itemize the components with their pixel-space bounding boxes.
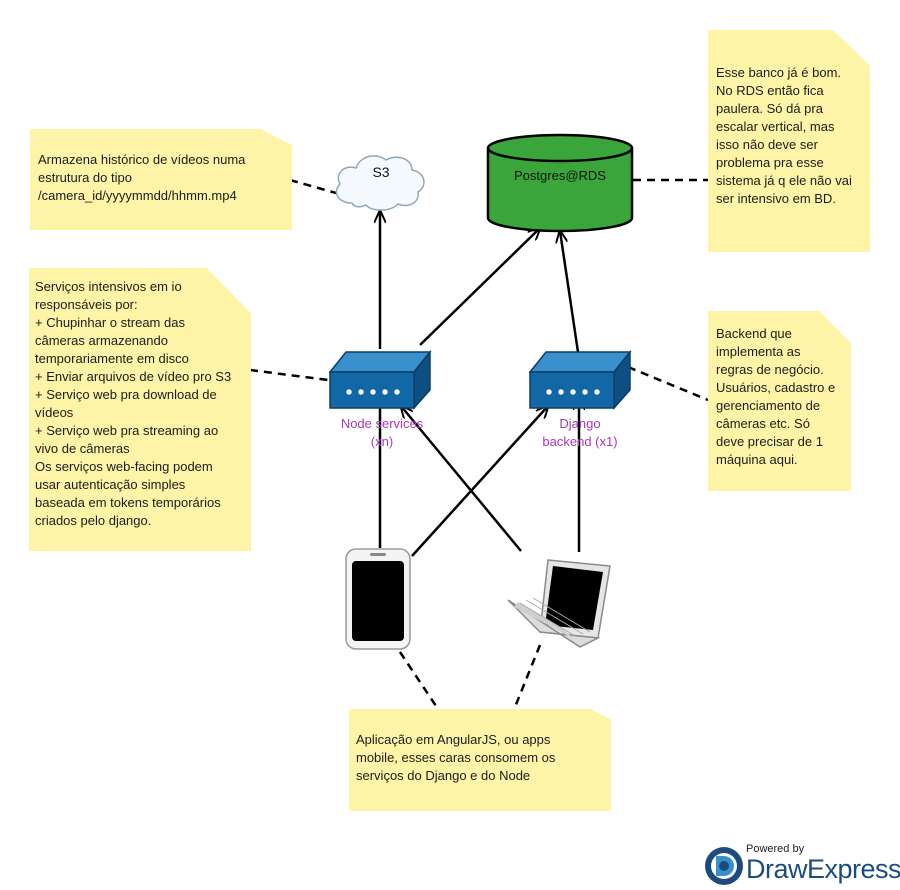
arrow-phone-to-django	[411, 406, 548, 557]
note-line: No RDS então fica	[716, 83, 824, 98]
drawexpress-logo-icon	[705, 847, 743, 885]
note-line: deve precisar de 1	[716, 434, 823, 449]
note-line: Usuários, cadastro e	[716, 380, 836, 395]
node-services-label-line: (xn)	[370, 434, 394, 449]
note-line: Esse banco já é bom.	[716, 65, 842, 80]
note-line: temporariamente em disco	[35, 351, 189, 366]
note-line: responsáveis por:	[35, 297, 138, 312]
arrow-django-to-db	[560, 231, 580, 353]
laptop-note-connector	[511, 644, 542, 713]
note-line: escalar vertical, mas	[716, 119, 835, 134]
annotation-connectors	[249, 178, 709, 713]
database-label: Postgres@RDS	[514, 168, 606, 183]
note-line: câmeras etc. Só	[716, 416, 810, 431]
django-label-line: backend (x1)	[542, 434, 618, 449]
note-line: implementa as	[716, 344, 801, 359]
connection-arrows	[380, 211, 580, 557]
note-line: sistema já q ele não vai	[716, 173, 852, 188]
note-line: usar autenticação simples	[35, 477, 186, 492]
note-line: Backend que	[716, 326, 792, 341]
django-label: Django backend (x1)	[520, 415, 640, 451]
note-line: vídeos	[35, 405, 74, 420]
note-line: vivo de câmeras	[35, 441, 130, 456]
drawexpress-branding: Powered by DrawExpress	[702, 842, 900, 888]
note-line: baseada em tokens temporários	[35, 495, 221, 510]
note-line: isso não deve ser	[716, 137, 818, 152]
node-services-switch-icon	[328, 349, 432, 410]
django-note: Backend que implementa as regras de negó…	[708, 311, 851, 491]
s3-label: S3	[372, 164, 390, 180]
powered-by-text: Powered by	[746, 843, 805, 855]
note-line: mobile, esses caras consomem os	[356, 750, 556, 765]
phone-note-connector	[398, 651, 442, 713]
note-line: /camera_id/yyyymmdd/hhmm.mp4	[38, 188, 237, 203]
arrow-node-to-db	[419, 228, 540, 346]
django-note-connector	[627, 365, 709, 402]
node-services-label-line: Node services	[340, 416, 424, 431]
django-switch-icon	[528, 349, 632, 410]
s3-note: Armazena histórico de vídeos numa estrut…	[30, 129, 292, 230]
s3-note-connector	[289, 178, 337, 195]
note-line: criados pelo django.	[35, 513, 152, 528]
node-services-label: Node services (xn)	[322, 415, 442, 451]
note-line: + Enviar arquivos de vídeo pro S3	[35, 369, 232, 384]
note-line: + Serviço web pra download de	[35, 387, 217, 402]
database-note: Esse banco já é bom. No RDS então fica p…	[708, 30, 870, 252]
note-line: serviços do Django e do Node	[356, 768, 531, 783]
drawexpress-wordmark: DrawExpress	[746, 854, 900, 884]
client-note: Aplicação em AngularJS, ou apps mobile, …	[349, 709, 611, 811]
note-line: regras de negócio.	[716, 362, 824, 377]
s3-cloud-icon	[335, 155, 425, 211]
django-label-line: Django	[559, 416, 601, 431]
note-line: estrutura do tipo	[38, 170, 132, 185]
note-line: Serviços intensivos em io	[35, 279, 182, 294]
note-line: câmeras armazenando	[35, 333, 168, 348]
note-line: Aplicação em AngularJS, ou apps	[356, 732, 551, 747]
note-line: paulera. Só dá pra	[716, 101, 823, 116]
laptop-icon	[507, 559, 611, 648]
note-line: problema pra esse	[716, 155, 824, 170]
note-line: + Chupinhar o stream das	[35, 315, 185, 330]
smartphone-icon	[345, 548, 411, 650]
note-line: ser intensivo em BD.	[716, 191, 836, 206]
note-line: + Serviço web pra streaming ao	[35, 423, 219, 438]
note-line: Os serviços web-facing podem	[35, 459, 213, 474]
note-line: Armazena histórico de vídeos numa	[38, 152, 246, 167]
node-services-note: Serviços intensivos em io responsáveis p…	[29, 268, 251, 551]
note-line: gerenciamento de	[716, 398, 821, 413]
database-icon	[486, 133, 634, 233]
node-note-connector	[249, 368, 329, 382]
note-line: máquina aqui.	[716, 452, 798, 467]
arrow-laptop-to-node	[401, 406, 522, 552]
